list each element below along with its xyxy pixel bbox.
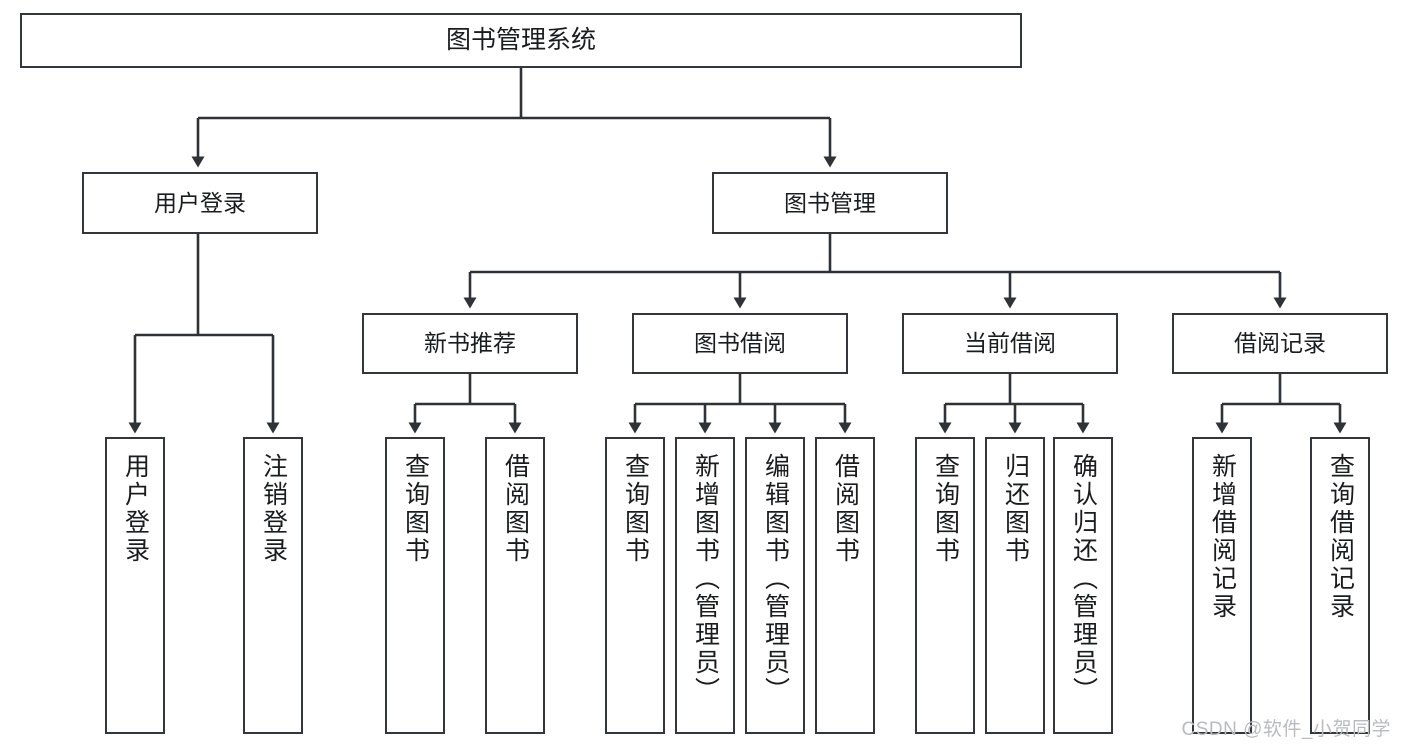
node-label: 用户登录 [121, 453, 150, 565]
node-leaf-current-borrow-query[interactable]: 查询图书 [915, 437, 975, 734]
node-label: 注销登录 [259, 453, 288, 565]
node-label: 查询图书 [621, 453, 650, 565]
node-new-book-recommend[interactable]: 新书推荐 [362, 313, 578, 374]
node-current-borrow[interactable]: 当前借阅 [902, 313, 1118, 374]
node-root-book-management-system[interactable]: 图书管理系统 [20, 13, 1022, 68]
node-label: 新增借阅记录 [1208, 453, 1237, 621]
node-book-borrow[interactable]: 图书借阅 [632, 313, 848, 374]
node-label: 查询图书 [401, 453, 430, 565]
node-leaf-borrow-record-query[interactable]: 查询借阅记录 [1310, 437, 1370, 734]
node-label: 当前借阅 [964, 330, 1056, 357]
node-leaf-book-borrow-edit-admin[interactable]: 编辑图书（管理员） [745, 437, 805, 734]
node-label: 新增图书（管理员） [691, 453, 720, 705]
node-borrow-record[interactable]: 借阅记录 [1172, 313, 1388, 374]
node-leaf-book-borrow-add-admin[interactable]: 新增图书（管理员） [675, 437, 735, 734]
node-label: 归还图书 [1001, 453, 1030, 565]
node-label: 图书借阅 [694, 330, 786, 357]
node-leaf-new-book-borrow[interactable]: 借阅图书 [485, 437, 545, 734]
node-label: 查询图书 [931, 453, 960, 565]
node-leaf-new-book-query[interactable]: 查询图书 [385, 437, 445, 734]
node-leaf-borrow-record-add[interactable]: 新增借阅记录 [1192, 437, 1252, 734]
node-label: 用户登录 [154, 189, 246, 216]
node-label: 编辑图书（管理员） [761, 453, 790, 705]
node-label: 借阅记录 [1234, 330, 1326, 357]
node-leaf-current-borrow-confirm-admin[interactable]: 确认归还（管理员） [1053, 437, 1113, 734]
node-label: 确认归还（管理员） [1069, 453, 1098, 705]
node-book-management[interactable]: 图书管理 [712, 172, 948, 234]
node-label: 图书管理 [784, 189, 876, 216]
node-label: 查询借阅记录 [1326, 453, 1355, 621]
node-label: 图书管理系统 [445, 26, 596, 55]
node-label: 借阅图书 [501, 453, 530, 565]
node-leaf-book-borrow-query[interactable]: 查询图书 [605, 437, 665, 734]
node-leaf-user-login-logout[interactable]: 注销登录 [243, 437, 303, 734]
node-leaf-user-login-login[interactable]: 用户登录 [105, 437, 165, 734]
node-label: 借阅图书 [831, 453, 860, 565]
node-leaf-current-borrow-return[interactable]: 归还图书 [985, 437, 1045, 734]
node-leaf-book-borrow-borrow[interactable]: 借阅图书 [815, 437, 875, 734]
node-label: 新书推荐 [424, 330, 516, 357]
node-user-login[interactable]: 用户登录 [82, 172, 318, 234]
